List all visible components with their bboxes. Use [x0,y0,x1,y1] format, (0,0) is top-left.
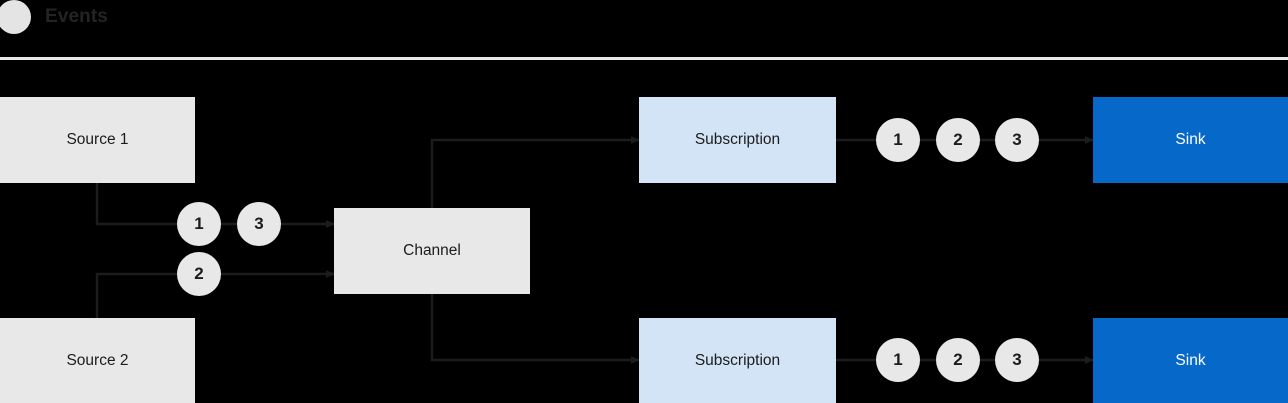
event-token-label: 2 [953,130,963,149]
node-subscription-bottom-label: Subscription [694,352,781,369]
node-subscription-top[interactable]: Subscription [639,97,836,183]
node-channel-label: Channel [403,242,461,259]
node-sink-bottom-label: Sink [1175,352,1206,369]
event-token-subscription-bottom-stream-1[interactable]: 2 [936,338,980,382]
event-token-label: 2 [194,264,204,283]
node-source-1[interactable]: Source 1 [0,97,195,183]
event-token-label: 1 [893,350,903,369]
node-sink-top-label: Sink [1175,131,1206,148]
event-token-label: 3 [1012,130,1022,149]
node-subscription-bottom[interactable]: Subscription [639,318,836,403]
node-channel[interactable]: Channel [334,208,530,294]
channel-to-subscription-bottom [430,294,640,364]
node-source-1-label: Source 1 [66,131,129,148]
event-token-label: 3 [1012,350,1022,369]
event-token-label: 1 [194,214,204,233]
status-dot-icon [0,0,31,34]
event-token-subscription-top-stream-1[interactable]: 2 [936,118,980,162]
event-token-subscription-top-stream-0[interactable]: 1 [876,118,920,162]
event-token-label: 1 [893,130,903,149]
diagram-header: Events [0,0,1288,57]
event-token-label: 2 [953,350,963,369]
node-sink-top[interactable]: Sink [1093,97,1288,183]
node-source-2[interactable]: Source 2 [0,318,195,403]
event-token-source-1-stream-0[interactable]: 1 [177,202,221,246]
event-token-source-2-stream-0[interactable]: 2 [177,252,221,296]
node-source-2-label: Source 2 [66,352,129,369]
event-token-subscription-top-stream-2[interactable]: 3 [995,118,1039,162]
channel-to-subscription-top [430,136,640,208]
header-divider [0,57,1288,60]
page-title: Events [45,6,108,27]
event-token-subscription-bottom-stream-0[interactable]: 1 [876,338,920,382]
event-token-subscription-bottom-stream-2[interactable]: 3 [995,338,1039,382]
event-token-label: 3 [254,214,264,233]
node-sink-bottom[interactable]: Sink [1093,318,1288,403]
event-token-source-1-stream-1[interactable]: 3 [237,202,281,246]
source-2-to-channel [95,270,335,318]
node-subscription-top-label: Subscription [694,131,781,148]
